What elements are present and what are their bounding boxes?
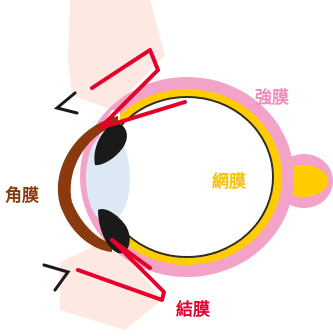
cornea-label: 角膜	[5, 185, 39, 206]
lower-eyelash	[42, 263, 71, 292]
iris-lower	[98, 208, 130, 254]
lower-conjunctiva	[76, 238, 166, 302]
upper-lid-skin-band	[68, 0, 165, 110]
upper-conjunctiva	[90, 48, 160, 130]
conjunctiva-label: 結膜	[176, 299, 210, 320]
vitreous-body	[102, 98, 272, 256]
lower-conjunctiva-ext	[110, 238, 152, 270]
lower-lid-skin-band	[60, 238, 162, 330]
iris-upper	[94, 123, 127, 166]
sclera-label: 強膜	[255, 87, 289, 108]
upper-conjunctiva-ext	[98, 100, 187, 130]
retina-label: 網膜	[212, 171, 246, 192]
upper-eyelash	[53, 91, 79, 115]
cornea	[57, 116, 118, 252]
